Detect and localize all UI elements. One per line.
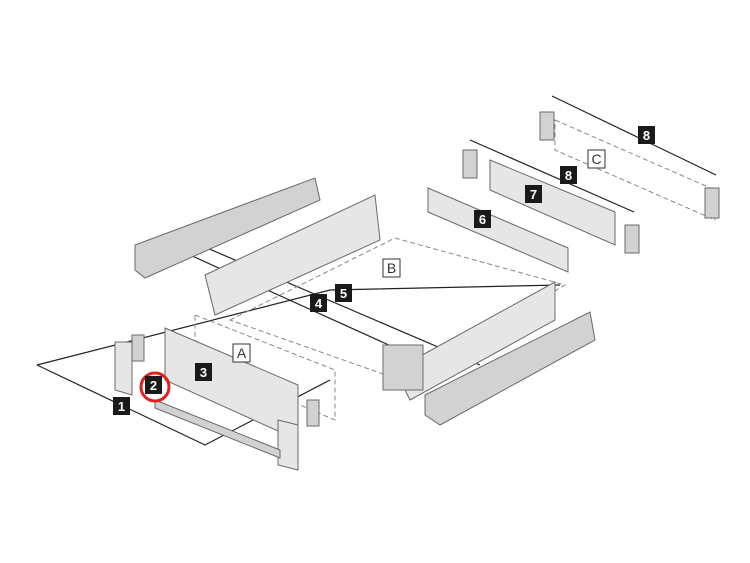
back-bracket — [539, 111, 555, 141]
svg-text:5: 5 — [340, 286, 347, 301]
front-bracket — [131, 334, 145, 362]
svg-text:4: 4 — [315, 296, 323, 311]
svg-text:3: 3 — [200, 365, 207, 380]
part-label-3: 3 — [195, 363, 212, 381]
rail-bracket — [624, 224, 640, 254]
left-runner — [134, 177, 321, 279]
drawer-bottom-outline — [228, 237, 567, 381]
rail-bracket — [462, 149, 478, 179]
highlight-circle — [139, 371, 171, 403]
svg-text:A: A — [237, 345, 247, 361]
svg-text:C: C — [591, 151, 601, 167]
part-label-2: 2 — [145, 376, 162, 394]
right-runner — [424, 311, 596, 426]
back-panel-outline — [554, 119, 716, 221]
front-inner-outline — [194, 314, 336, 421]
bottom-profile — [154, 399, 281, 459]
gallery-rail-6 — [427, 187, 569, 273]
svg-text:2: 2 — [150, 378, 157, 393]
section-label-a: A — [232, 343, 251, 363]
svg-text:8: 8 — [565, 168, 572, 183]
part-label-8a: 8 — [560, 166, 577, 184]
front-bracket — [306, 399, 320, 427]
section-label-b: B — [382, 258, 401, 278]
front-end-cap-left — [114, 341, 133, 396]
svg-text:1: 1 — [118, 399, 125, 414]
part-label-5: 5 — [335, 284, 352, 302]
part-label-8b: 8 — [638, 126, 655, 144]
svg-text:7: 7 — [530, 187, 537, 202]
svg-text:B: B — [387, 260, 396, 276]
part-label-7: 7 — [525, 185, 542, 203]
section-label-c: C — [587, 149, 606, 169]
part-label-4: 4 — [310, 294, 327, 312]
gallery-rail-7 — [489, 159, 616, 246]
svg-text:8: 8 — [643, 128, 650, 143]
front-end-cap-right — [277, 419, 299, 471]
front-fixing-unit — [382, 344, 424, 391]
svg-text:6: 6 — [479, 212, 486, 227]
part-label-6: 6 — [474, 210, 491, 228]
left-side-panel — [204, 194, 381, 316]
back-bracket — [704, 187, 720, 219]
part-label-1: 1 — [113, 397, 130, 415]
